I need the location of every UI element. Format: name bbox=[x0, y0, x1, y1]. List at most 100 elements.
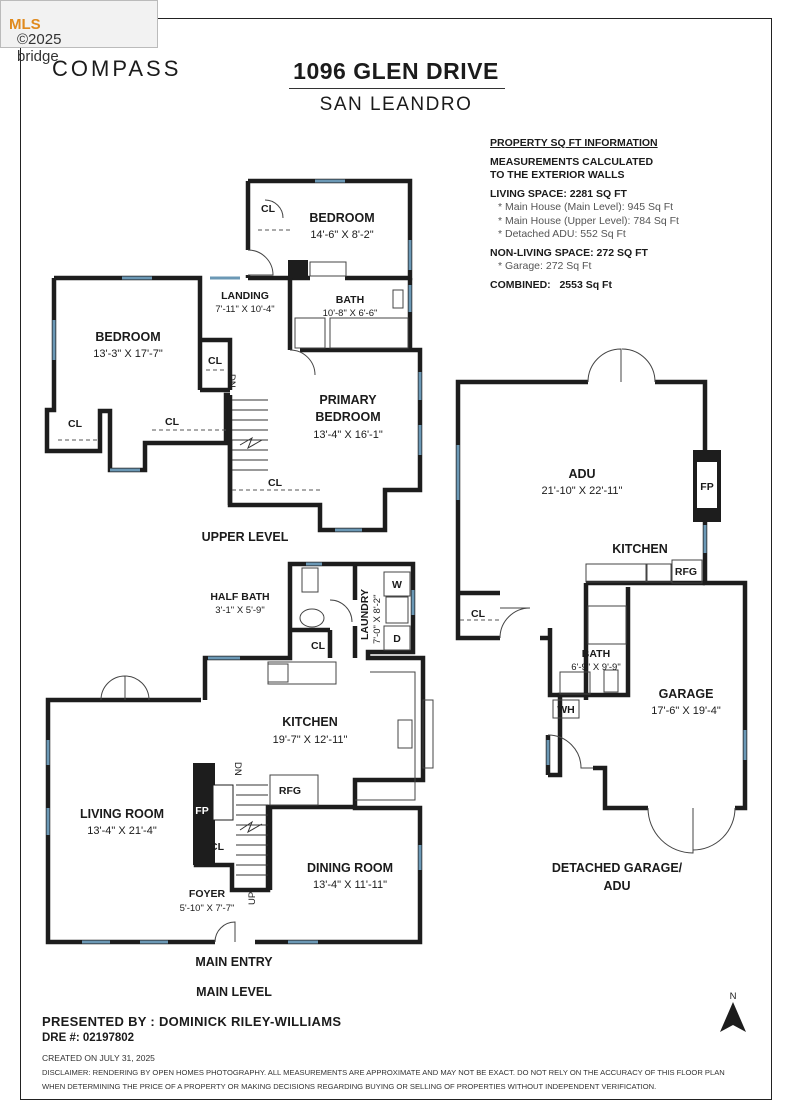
room-name: PRIMARY bbox=[319, 393, 377, 407]
rfg-box bbox=[269, 774, 319, 806]
garage-wall bbox=[593, 765, 648, 811]
door-swing bbox=[124, 675, 150, 701]
room-name: DINING ROOM bbox=[307, 861, 393, 875]
room-dim: 19'-7" X 12'-11" bbox=[273, 734, 348, 746]
room-name: BATH bbox=[582, 648, 610, 660]
room-name: KITCHEN bbox=[612, 542, 668, 556]
closet-tag: CL bbox=[268, 477, 283, 489]
kitchen-counter bbox=[267, 661, 337, 685]
room-name: BATH bbox=[336, 294, 364, 306]
presented-by: PRESENTED BY : DOMINICK RILEY-WILLIAMS bbox=[42, 1014, 342, 1029]
room-dim: 13'-3" X 17'-7" bbox=[93, 348, 163, 360]
adu-exterior-wall bbox=[655, 379, 748, 811]
disclaimer-line: DISCLAIMER: RENDERING BY OPEN HOMES PHOT… bbox=[42, 1068, 725, 1077]
kitchen-range bbox=[267, 663, 289, 683]
closet-tag: CL bbox=[68, 418, 83, 430]
room-dim: 13'-4" X 16'-1" bbox=[313, 429, 383, 441]
sqft-living-item: * Main House (Main Level): 945 Sq Ft bbox=[498, 201, 674, 213]
fireplace-tag: FP bbox=[195, 805, 208, 817]
adu-exterior-wall bbox=[455, 379, 588, 641]
address-divider bbox=[289, 88, 505, 89]
upper-left-bedroom-wall bbox=[54, 275, 203, 390]
sqft-title: PROPERTY SQ FT INFORMATION bbox=[490, 137, 658, 149]
room-dim: 13'-4" X 21'-4" bbox=[87, 825, 157, 837]
door-swing bbox=[587, 348, 622, 383]
sqft-nonliving: NON-LIVING SPACE: 272 SQ FT bbox=[490, 246, 648, 259]
door-swing bbox=[621, 348, 656, 383]
tub bbox=[329, 317, 409, 349]
door-swing bbox=[329, 599, 353, 623]
closet-tag: CL bbox=[471, 608, 486, 620]
door-swing bbox=[499, 607, 531, 639]
sqft-living-item: * Main House (Upper Level): 784 Sq Ft bbox=[498, 214, 679, 227]
room-dim: 3'-1" X 5'-9" bbox=[215, 605, 264, 616]
room-name: KITCHEN bbox=[282, 715, 338, 729]
adu-vanity bbox=[559, 671, 591, 695]
disclaimer: DISCLAIMER: RENDERING BY OPEN HOMES PHOT… bbox=[42, 1066, 762, 1094]
stair-down-label: DN bbox=[226, 374, 237, 388]
door-swing bbox=[547, 734, 593, 769]
room-dim: 14'-6" X 8'-2" bbox=[310, 229, 373, 241]
room-name: LIVING ROOM bbox=[80, 807, 164, 821]
detached-label: DETACHED GARAGE/ bbox=[552, 861, 683, 875]
property-city: SAN LEANDRO bbox=[319, 94, 473, 115]
upper-closet-wall bbox=[200, 337, 233, 390]
room-dim: 17'-6" X 19'-4" bbox=[651, 705, 721, 717]
north-arrow-icon bbox=[720, 1002, 746, 1032]
washer-tag: W bbox=[392, 579, 402, 591]
room-dim: 21'-10" X 22'-11" bbox=[542, 485, 623, 497]
sqft-measure-line2: TO THE EXTERIOR WALLS bbox=[490, 169, 625, 181]
laundry-sink bbox=[385, 596, 409, 624]
closet-tag: CL bbox=[210, 841, 225, 853]
water-heater bbox=[552, 699, 580, 719]
room-name: ADU bbox=[568, 467, 595, 481]
sqft-measure-line1: MEASUREMENTS CALCULATED bbox=[490, 155, 654, 168]
door-swing bbox=[100, 675, 126, 701]
compass-logo: COMPASS bbox=[52, 56, 182, 81]
door-swing bbox=[264, 199, 284, 219]
adu-toilet bbox=[603, 669, 619, 693]
room-name: LANDING bbox=[221, 290, 269, 302]
fridge-tag: RFG bbox=[675, 566, 697, 578]
room-name: BEDROOM bbox=[309, 211, 374, 225]
room-name: FOYER bbox=[189, 888, 226, 900]
kitchen-sink bbox=[397, 719, 413, 749]
adu-shower bbox=[587, 605, 627, 645]
closet-tag: CL bbox=[165, 416, 180, 428]
watermark-brand: MLS bbox=[9, 16, 41, 33]
sqft-living: LIVING SPACE: 2281 SQ FT bbox=[490, 187, 627, 200]
bath-dark-wall bbox=[288, 260, 308, 276]
sqft-nonliving-item: * Garage: 272 Sq Ft bbox=[498, 260, 592, 272]
main-entry-label: MAIN ENTRY bbox=[195, 955, 273, 969]
wall-cabinet bbox=[309, 261, 347, 277]
fireplace-tag: FP bbox=[700, 481, 713, 493]
adu-counter bbox=[585, 563, 647, 583]
toilet bbox=[392, 289, 404, 309]
garage-wall bbox=[548, 587, 631, 778]
stair-up-label: UP bbox=[247, 892, 258, 905]
door-swing bbox=[647, 807, 694, 854]
created-date: CREATED ON JULY 31, 2025 bbox=[42, 1053, 155, 1063]
sqft-info-block: PROPERTY SQ FT INFORMATION MEASUREMENTS … bbox=[490, 137, 679, 292]
upper-left-wall bbox=[44, 278, 230, 473]
toilet bbox=[301, 567, 319, 593]
room-dim: 7'-0" X 8'-2" bbox=[372, 595, 383, 644]
main-exterior-wall bbox=[202, 561, 426, 945]
sink bbox=[299, 608, 325, 628]
room-dim: 7'-11" X 10'-4" bbox=[215, 304, 274, 315]
closet-tag: CL bbox=[261, 203, 276, 215]
disclaimer-line: WHEN DETERMINING THE PRICE OF A PROPERTY… bbox=[42, 1082, 657, 1091]
room-dim: 5'-10" X 7'-7" bbox=[180, 903, 235, 914]
door-swing bbox=[692, 807, 736, 851]
room-dim: 10'-8" X 6'-6" bbox=[323, 308, 378, 319]
adu-range bbox=[646, 563, 672, 583]
stair-break bbox=[239, 820, 263, 834]
fireplace-inset bbox=[697, 462, 717, 508]
fireplace bbox=[193, 763, 215, 865]
north-label: N bbox=[730, 991, 737, 1002]
room-name: HALF BATH bbox=[210, 591, 269, 603]
kitchen-window-box bbox=[422, 699, 434, 769]
room-name: BEDROOM bbox=[315, 410, 380, 424]
upper-level-label: UPPER LEVEL bbox=[202, 530, 289, 544]
